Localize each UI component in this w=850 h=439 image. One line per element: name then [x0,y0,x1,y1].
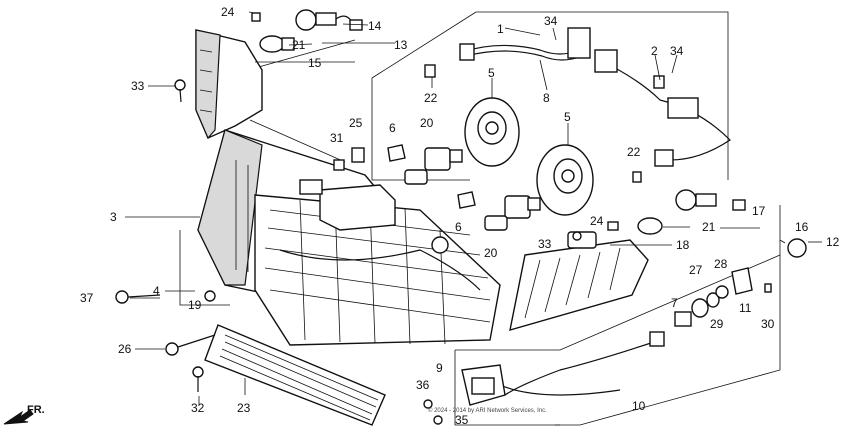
callout-21-upper: 21 [292,38,306,52]
callout-22-lower: 22 [627,145,641,159]
callout-33-upper: 33 [131,79,145,93]
callout-7: 7 [671,296,678,310]
headlight-bracket [299,179,449,254]
callout-17: 17 [752,204,766,218]
callout-5-left: 5 [488,66,495,80]
bolts-and-screws [115,231,582,425]
callout-16: 16 [795,220,809,234]
callout-3: 3 [110,210,117,224]
callout-9: 9 [436,361,443,375]
left-turn-signal-assembly [174,9,363,140]
callout-6-upper: 6 [389,121,396,135]
headlight-wire-harness [424,27,731,183]
callout-28: 28 [714,257,728,271]
callout-19: 19 [188,298,202,312]
headlight-bulbs [404,147,541,231]
callout-24-lower: 24 [590,214,604,228]
clips-and-grommets [333,144,476,209]
callout-20-lower: 20 [484,246,498,260]
callout-31: 31 [330,131,344,145]
callout-23: 23 [237,401,251,415]
headlight-adjuster-parts [461,267,772,406]
callout-1: 1 [497,22,504,36]
callout-21-lower: 21 [702,220,716,234]
callout-5-right: 5 [564,110,571,124]
front-arrow-icon [3,409,34,425]
group-boundary-lines [179,11,781,426]
callout-32: 32 [191,401,205,415]
leader-lines [125,11,822,405]
callout-2: 2 [651,44,658,58]
callout-12: 12 [826,235,840,249]
callout-14: 14 [368,19,382,33]
callout-29: 29 [710,317,724,331]
callout-34-right: 34 [670,44,684,58]
callout-15: 15 [308,56,322,70]
callout-13: 13 [394,38,408,52]
bulb-dust-covers [464,97,594,216]
callout-20-upper: 20 [420,116,434,130]
front-label: FR. [27,404,45,416]
callout-35: 35 [455,413,469,427]
callout-24-upper: 24 [221,5,235,19]
callout-4: 4 [153,284,160,298]
callout-8: 8 [543,91,550,105]
callout-37: 37 [80,291,94,305]
callout-18: 18 [676,238,690,252]
callout-6-lower: 6 [455,220,462,234]
callout-22-upper: 22 [424,91,438,105]
callout-11: 11 [739,301,752,315]
callout-34-left: 34 [544,14,558,28]
callout-10: 10 [632,399,646,413]
front-direction-indicator: FR. [3,404,45,425]
callout-25: 25 [349,116,363,130]
callout-33-lower: 33 [538,237,552,251]
callout-36: 36 [416,378,430,392]
callout-labels: 24 14 21 13 15 33 1 34 2 34 22 5 8 5 25 … [80,5,840,427]
headlight-lower-cover [204,324,386,426]
callout-27: 27 [689,263,703,277]
callout-26: 26 [118,342,132,356]
copyright-watermark: © 2024 - 2014 by ARI Network Services, I… [428,407,547,414]
callout-30: 30 [761,317,775,331]
